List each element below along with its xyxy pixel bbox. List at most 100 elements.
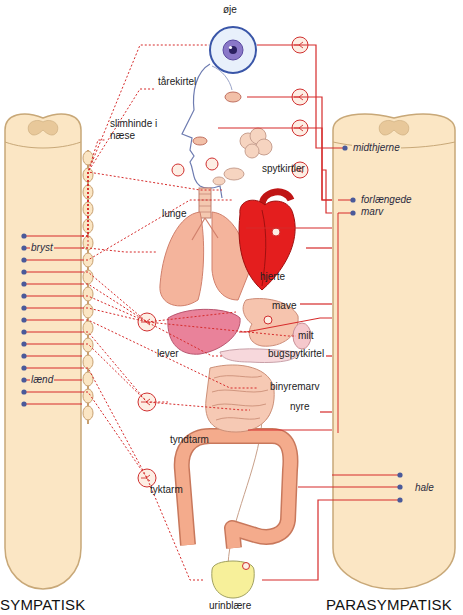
nucleus-dot	[21, 401, 26, 406]
nerve-root	[24, 284, 82, 285]
nerve-root	[24, 392, 82, 393]
sympathetic-nerve	[82, 140, 106, 236]
organ-label: øje	[223, 4, 237, 16]
division-heading: SYMPATISK	[0, 596, 85, 614]
nucleus-dot	[21, 353, 26, 358]
intestine-drawing	[182, 365, 291, 548]
cord-region-label: forlængede marv	[360, 194, 418, 218]
organ-label: mave	[272, 300, 296, 312]
sympathetic-chain-part	[83, 185, 93, 199]
mucosa-node: slimhinde i næse	[106, 114, 218, 162]
sympathetic-nerve	[82, 272, 155, 322]
sympathetic-nerve	[82, 172, 222, 248]
parasympathetic-nerve	[246, 227, 332, 228]
parasympathetic-nerve	[306, 247, 332, 248]
intestine-drawing-part	[212, 376, 268, 420]
parasympathetic-nerve	[320, 411, 332, 412]
nucleus-dot	[21, 281, 26, 286]
nucleus-dot	[350, 197, 355, 202]
stomach-drawing-part	[243, 299, 298, 347]
nucleus-dot	[397, 484, 402, 489]
sympathetic-chain-part	[83, 219, 93, 233]
organ-node: bugspytkirtel	[222, 345, 326, 367]
sympathetic-chain-part	[83, 236, 93, 250]
sympathetic-chain-part	[83, 253, 93, 267]
nerve-root	[24, 308, 82, 309]
gland-drawing-part	[213, 177, 225, 185]
organ-node: binyremarv	[258, 380, 330, 396]
spinal-cord: brystlændSYMPATISK	[4, 108, 82, 590]
organ-node: tyndtarm	[168, 364, 248, 452]
sympathetic-nerve	[82, 344, 168, 402]
bladder-drawing	[212, 561, 254, 598]
nerve-root	[332, 475, 400, 476]
sympathetic-chain-part	[83, 287, 93, 301]
gland-drawing-part	[225, 92, 241, 102]
sympathetic-nerve	[82, 392, 204, 580]
spinal-cord-outline	[4, 108, 82, 590]
intestine-drawing-part	[182, 436, 291, 548]
sympathetic-nerve	[82, 296, 296, 336]
bladder-drawing-part	[243, 563, 250, 570]
nerve-root	[332, 500, 400, 501]
organ-label: binyremarv	[270, 381, 319, 393]
sympathetic-chain-part	[83, 151, 93, 165]
eye-node: øje	[209, 4, 257, 74]
heart-drawing	[239, 192, 295, 290]
nerve-root	[24, 260, 82, 261]
nucleus-dot	[21, 329, 26, 334]
nerve-root	[24, 404, 82, 405]
sympathetic-chain-part	[83, 372, 93, 386]
organ-label: lever	[157, 348, 179, 360]
nerve-root	[24, 356, 82, 357]
parasympathetic-nerve	[248, 429, 332, 430]
cord-body	[5, 114, 81, 589]
organ-node: lunge	[156, 200, 246, 312]
cord-region-label: lænd	[30, 374, 54, 386]
organ-label: lunge	[162, 208, 186, 220]
nucleus-dot	[397, 497, 402, 502]
organ-node: tyktarm	[148, 452, 298, 547]
ganglion-symbol-part	[206, 158, 218, 170]
organ-label: tyndtarm	[170, 434, 209, 446]
eye-drawing-part	[223, 40, 243, 60]
parasympathetic-nerve	[239, 318, 332, 332]
gland-node: spytkirtler	[222, 125, 322, 190]
nerve-root	[332, 487, 400, 488]
eye-drawing-part	[229, 46, 237, 54]
sympathetic-nerve	[82, 308, 222, 356]
nucleus-dot	[21, 245, 26, 250]
nerve-root	[24, 332, 82, 333]
sympathetic-chain	[83, 150, 93, 424]
spinal-cord: midthjerneforlængede marvhalePARASYMPATI…	[332, 108, 456, 590]
nerve-root	[24, 368, 82, 369]
nerve-root	[24, 272, 82, 273]
organ-label: hjerte	[260, 271, 285, 283]
gray-matter	[379, 120, 409, 135]
division-heading: PARASYMPATISK	[326, 596, 452, 614]
liver-drawing	[168, 309, 240, 354]
organ-label: nyre	[290, 401, 309, 413]
parasympathetic-nerve	[247, 97, 332, 200]
parasympathetic-nerve	[262, 500, 332, 580]
cord-section-line	[5, 142, 81, 148]
lung-drawing-part	[199, 194, 211, 212]
sympathetic-nerve	[82, 320, 258, 388]
nerve-root	[338, 213, 353, 433]
organ-label: tyktarm	[150, 484, 183, 496]
ganglion-symbol-part	[138, 313, 156, 331]
nerve-root	[24, 296, 82, 297]
organ-label: bugspytkirtel	[268, 348, 324, 360]
organ-label: milt	[298, 330, 314, 342]
cord-body	[333, 114, 455, 589]
face-profile-part	[212, 66, 232, 90]
cord-region-label: hale	[414, 482, 435, 494]
ganglion-symbol-part	[138, 393, 156, 411]
sympathetic-nerve	[82, 89, 155, 236]
cord-region-label: bryst	[30, 242, 54, 254]
sympathetic-nerve	[82, 248, 156, 252]
nucleus-dot	[21, 341, 26, 346]
heart-drawing-part	[239, 200, 295, 290]
bladder-drawing-part	[212, 561, 254, 598]
